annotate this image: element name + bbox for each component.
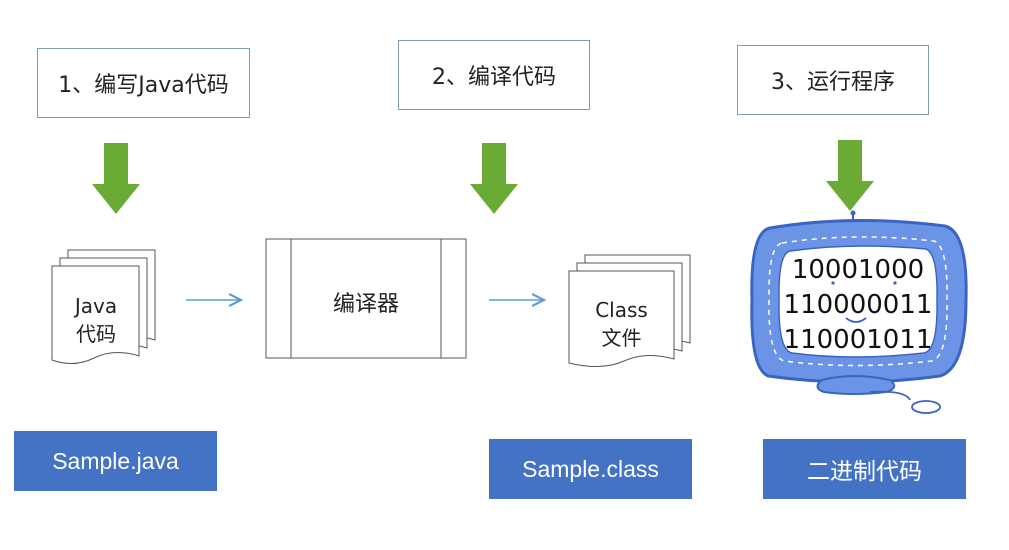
compiler-process-box <box>265 238 467 359</box>
compiler-label: 编译器 <box>332 292 399 317</box>
java-source-document-icon <box>51 249 156 364</box>
binary-line-2: 110000011 <box>783 290 933 320</box>
class-file-label: Class 文件 <box>595 298 648 350</box>
step-write-code-box: 1、编写Java代码 <box>37 48 250 118</box>
step-compile-code-box: 2、编译代码 <box>398 40 590 110</box>
step-compile-code-label: 2、编译代码 <box>432 65 556 90</box>
step-write-code-label: 1、编写Java代码 <box>58 73 229 98</box>
output-sample-java: Sample.java <box>14 431 217 491</box>
class-file-document-icon <box>568 254 691 367</box>
green-down-arrow-2 <box>470 143 518 214</box>
green-down-arrow-3 <box>826 140 874 211</box>
output-binary-code: 二进制代码 <box>763 439 966 499</box>
binary-line-1: 10001000 <box>791 255 925 285</box>
binary-code-screen: 10001000 110000011 110001011 <box>781 253 935 358</box>
java-source-label: Java 代码 <box>74 294 118 346</box>
step-run-program-box: 3、运行程序 <box>737 45 929 115</box>
output-sample-class: Sample.class <box>489 439 692 499</box>
monitor-icon <box>750 210 968 414</box>
binary-line-3: 110001011 <box>783 325 933 355</box>
green-down-arrow-1 <box>92 143 140 214</box>
step-run-program-label: 3、运行程序 <box>771 70 895 95</box>
